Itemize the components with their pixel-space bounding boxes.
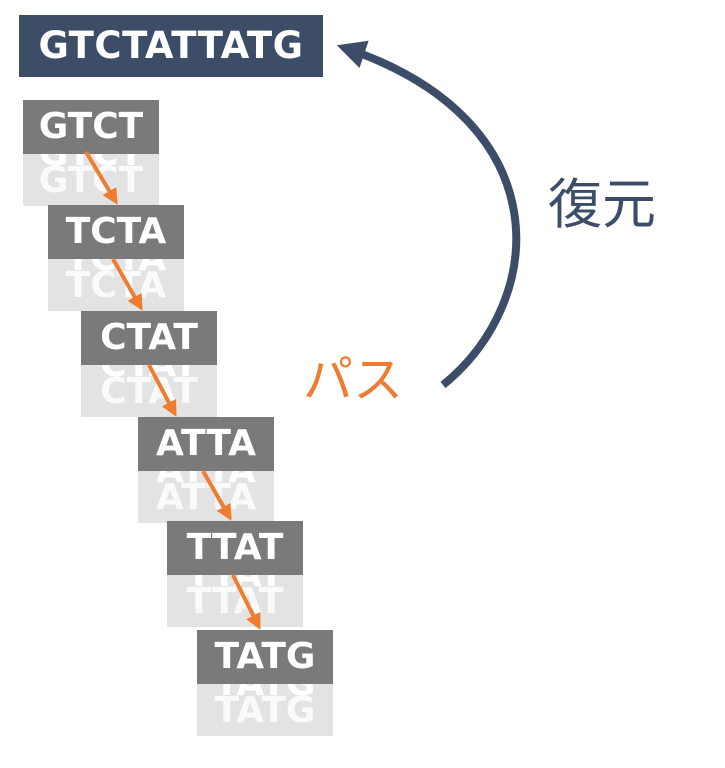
path-arrow [84,150,118,205]
kmer-label: CTAT [81,311,217,365]
restore-arrow [336,40,521,389]
path-arrow [201,470,232,521]
kmer-shadow-text: TCTA [48,259,184,286]
kmer-shadow-text: CTAT [100,371,198,412]
kmer-shadow-text: ATTA [138,471,274,498]
path-label: パス [303,351,403,409]
kmer-label: GTCT [23,100,159,154]
path-arrow [231,574,261,630]
restore-label: 復元 [548,173,656,236]
kmer-shadow-text: TTAT [186,581,284,622]
kmer-shadow-text: TATG [214,690,316,731]
kmer-shadow-text: TATG [197,684,333,711]
kmer-shadow-text: TCTA [65,265,167,306]
path-arrow [111,258,143,311]
kmer-label: TCTA [48,205,184,259]
kmer-shadow-text: TTAT [167,575,303,602]
reconstructed-sequence: GTCTATTATG [19,15,323,77]
kmer-shadow-text: CTAT [81,365,217,392]
kmer-label: TATG [197,630,333,684]
path-arrow [147,364,177,417]
kmer-label: ATTA [138,417,274,471]
kmer-shadow-text: ATTA [155,477,257,518]
kmer-shadow-text: GTCT [38,160,144,201]
kmer-label: TTAT [167,521,303,575]
